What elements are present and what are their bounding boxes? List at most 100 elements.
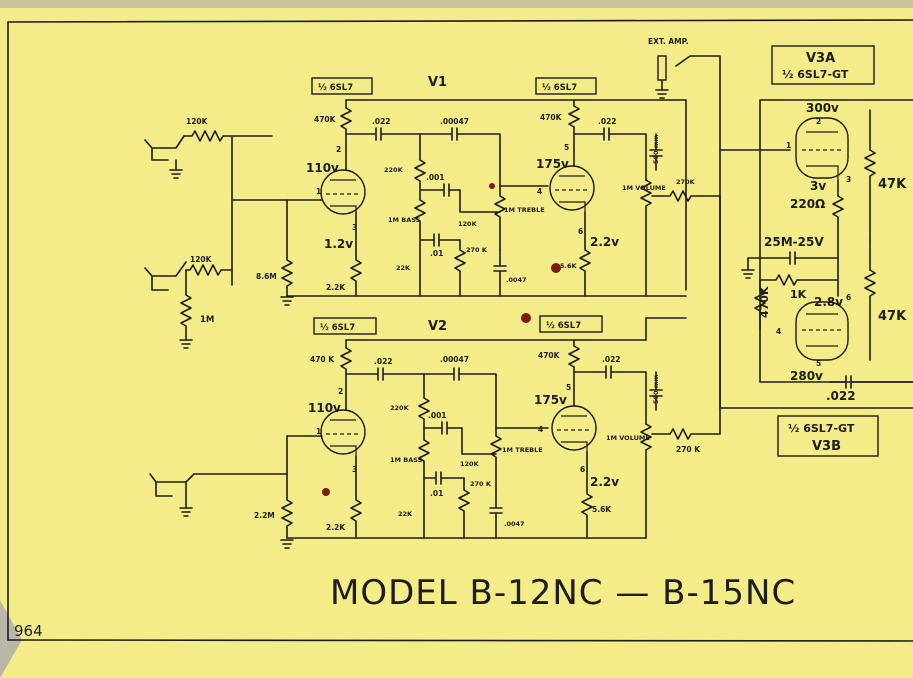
label-volume: 1M VOLUME <box>622 184 666 192</box>
v1b-cathode <box>559 201 586 212</box>
ground-symbol <box>655 79 669 99</box>
pin-label: 5 <box>566 383 571 392</box>
cap-001-v2 <box>423 421 463 435</box>
cap-500mm-v1 <box>649 133 663 171</box>
label-220ohm: 220Ω <box>790 197 825 211</box>
voltage-2-2v: 2.2v <box>590 235 619 249</box>
pin-label: 1 <box>316 427 321 436</box>
v1b-triode-envelope <box>549 165 595 211</box>
v2a-cathode <box>330 445 357 456</box>
label-500mm: 500 mm <box>652 374 660 404</box>
bottom-border <box>7 639 913 642</box>
resistor-5-6k-v1b <box>579 211 591 297</box>
resistor-120k-in2 <box>185 264 233 276</box>
pin-label: 2 <box>338 387 343 396</box>
input-jack-3 <box>149 473 195 509</box>
pot-treble-v2 <box>461 427 502 491</box>
pot-volume-v1 <box>640 179 652 297</box>
label-022-v3: .022 <box>826 389 856 403</box>
v3a-type: ½ 6SL7-GT <box>782 68 849 81</box>
pin-label: 4 <box>776 327 781 336</box>
label-0047: .0047 <box>504 520 525 528</box>
ext-amp-jack <box>657 55 667 81</box>
v3a-triode-envelope <box>795 117 849 179</box>
pin-label: 5 <box>816 359 821 368</box>
resistor-47k-b <box>864 239 876 361</box>
resistor-1m <box>180 269 192 341</box>
v1-type-label: ½ 6SL7 <box>318 82 353 93</box>
v1-tube-type-box <box>311 77 373 95</box>
label-470k: 470K <box>540 113 563 122</box>
pot-treble-v1 <box>459 185 506 251</box>
pin-label: 4 <box>538 425 543 434</box>
label-bass: 1M BASS <box>390 456 423 464</box>
resistor-120k-in1 <box>183 130 233 286</box>
pin-label: 3 <box>352 465 357 474</box>
v2b-tube-type-box <box>539 315 603 333</box>
cap-0047-v2 <box>489 489 503 539</box>
label-volume: 1M VOLUME <box>606 434 650 442</box>
voltage-300v: 300v <box>806 101 839 115</box>
pin-label: 6 <box>580 465 585 474</box>
v2-tube-type-box <box>313 317 377 335</box>
resistor-2-2k-v1a <box>350 211 362 297</box>
v2-type-label: ½ 6SL7 <box>320 322 355 333</box>
label-001: .001 <box>428 411 447 420</box>
label-bass: 1M BASS <box>388 216 421 224</box>
v2a-triode-envelope <box>320 409 366 455</box>
pin-label: 5 <box>564 143 569 152</box>
label-500mm: 500 mm <box>652 134 660 164</box>
stain-spot <box>551 263 561 273</box>
label-treble: 1M TREBLE <box>502 446 543 454</box>
v1a-triode-envelope <box>320 169 366 215</box>
label-47k-b: 47K <box>878 309 907 324</box>
pin-label: 3 <box>846 175 851 184</box>
v1b-type-label: ½ 6SL7 <box>542 82 577 93</box>
resistor-5-6k-v2b <box>581 451 593 539</box>
pot-bass-v2 <box>418 373 430 539</box>
resistor-470k-v2b <box>568 339 580 407</box>
pin-label: 6 <box>578 227 583 236</box>
v3a-name: V3A <box>806 51 835 66</box>
v1b-tube-type-box <box>535 77 597 95</box>
label-470k: 470K <box>538 351 561 360</box>
label-25m-25v: 25M-25V <box>764 235 824 249</box>
cap-00047-v1 <box>419 127 501 187</box>
label-2-2m: 2.2M <box>254 511 275 520</box>
voltage-110v: 110v <box>308 401 341 415</box>
voltage-3v: 3v <box>810 179 826 193</box>
cap-01-v1 <box>419 233 461 247</box>
resistor-8-6m <box>281 199 293 297</box>
stain-spot <box>489 183 495 189</box>
top-border <box>7 19 913 23</box>
cap-25m <box>759 251 839 265</box>
resistor-1k <box>759 274 839 286</box>
resistor-47k-plate <box>864 109 876 241</box>
label-470k: 470 K <box>310 355 335 364</box>
input-jack-1 <box>144 135 185 161</box>
label-8-6m: 8.6M <box>256 272 277 281</box>
cap-022-v1 <box>345 127 421 141</box>
cap-500mm-v2 <box>649 371 663 411</box>
pot-bass-v1 <box>414 133 426 297</box>
model-title: MODEL B-12NC — B-15NC <box>330 573 796 613</box>
resistor-2-2m <box>281 435 293 539</box>
resistor-470k-v1b <box>568 99 580 167</box>
label-5-6k: 5.6K <box>560 262 578 270</box>
label-022: .022 <box>374 357 393 366</box>
v3a-box <box>771 45 875 85</box>
v1-name: V1 <box>428 75 447 90</box>
label-220k: 220K <box>384 166 404 174</box>
pin-label: 4 <box>537 187 542 196</box>
v3a-cathode <box>806 165 839 180</box>
v1a-cathode <box>330 205 357 212</box>
voltage-110v: 110v <box>306 161 339 175</box>
torn-corner <box>0 600 22 678</box>
cap-022-v2b <box>573 365 647 425</box>
cap-022-v2 <box>345 367 425 381</box>
stain-spot <box>322 488 330 496</box>
pot-volume-v2 <box>640 423 652 539</box>
label-5-6k: 5.6K <box>592 505 612 514</box>
resistor-270k-mix2 <box>651 195 721 440</box>
